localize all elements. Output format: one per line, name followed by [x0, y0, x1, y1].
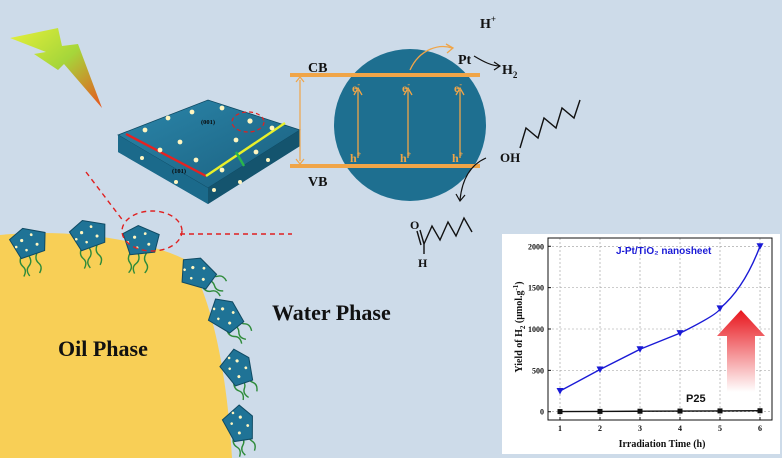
series-line: [559, 410, 761, 413]
zoom-callout: [85, 171, 292, 252]
red-edge-axis: [125, 132, 207, 178]
light-bolt-icon: [10, 28, 102, 108]
increase-arrow: [717, 310, 765, 392]
data-point: [716, 305, 724, 312]
aldehyde-o-label: O: [410, 218, 419, 232]
data-point: [636, 346, 644, 353]
data-point: [597, 408, 603, 414]
x-axis-label: Irradiation Time (h): [619, 439, 706, 450]
oil-phase-label: Oil Phase: [58, 336, 148, 361]
alcohol-chain: [519, 99, 581, 149]
electron-label: e-: [402, 80, 410, 95]
data-point: [556, 388, 564, 395]
x-tick-label: 5: [718, 424, 722, 433]
data-point: [677, 408, 683, 414]
aldehyde-chain: [423, 216, 473, 245]
electron-label: e-: [352, 80, 360, 95]
data-point: [717, 408, 723, 414]
proton-label: H+: [480, 14, 496, 32]
green-edge-axis: [234, 151, 246, 167]
band-diagram: CB VB e- e- e- h+ h+ h+ Pt H+ H2 OH: [290, 14, 581, 270]
data-point: [557, 409, 563, 415]
data-point: [596, 366, 604, 374]
tio2-nanosheet-crystal: (001) (101): [117, 99, 301, 204]
x-tick-label: 1: [558, 424, 562, 433]
data-point: [637, 408, 643, 414]
hole-label: h+: [452, 150, 464, 165]
water-phase-label: Water Phase: [272, 300, 391, 325]
y-axis-label: Yield of H2 (μmol.g-1): [512, 281, 527, 372]
y-tick-label: 1500: [528, 284, 544, 293]
y-tick-label: 0: [540, 408, 544, 417]
facet-101-label: (101): [172, 168, 186, 175]
vb-label: VB: [308, 175, 327, 190]
data-point: [757, 408, 763, 414]
x-tick-label: 6: [758, 424, 762, 433]
series-label: P25: [686, 393, 706, 405]
y-tick-label: 500: [532, 366, 544, 375]
h2-yield-chart: 1 2 3 4 5 6 0 500 1000 1500 2000 J-Pt/TiO₂ nanoshe…: [502, 234, 780, 454]
facet-001-label: (001): [201, 119, 215, 126]
hole-label: h+: [350, 150, 362, 165]
data-point: [676, 330, 684, 337]
electron-label: e-: [454, 80, 462, 95]
aldehyde-h-label: H: [418, 256, 428, 270]
pt-label: Pt: [458, 53, 472, 68]
x-tick-label: 3: [638, 424, 642, 433]
y-tick-label: 1000: [528, 325, 544, 334]
yellow-edge-axis: [205, 122, 286, 177]
data-point: [756, 243, 764, 250]
tio2-particle: [334, 49, 486, 201]
oil-droplet: [0, 233, 232, 458]
y-tick-label: 2000: [528, 242, 544, 251]
x-tick-label: 4: [678, 424, 682, 433]
hydrogen-label: H2: [502, 63, 518, 80]
alcohol-oh-label: OH: [500, 150, 520, 165]
hole-label: h+: [400, 150, 412, 165]
x-tick-label: 2: [598, 424, 602, 433]
pt-site-highlight: [231, 111, 265, 133]
cb-label: CB: [308, 61, 327, 76]
series-label: J-Pt/TiO₂ nanosheet: [616, 246, 712, 257]
